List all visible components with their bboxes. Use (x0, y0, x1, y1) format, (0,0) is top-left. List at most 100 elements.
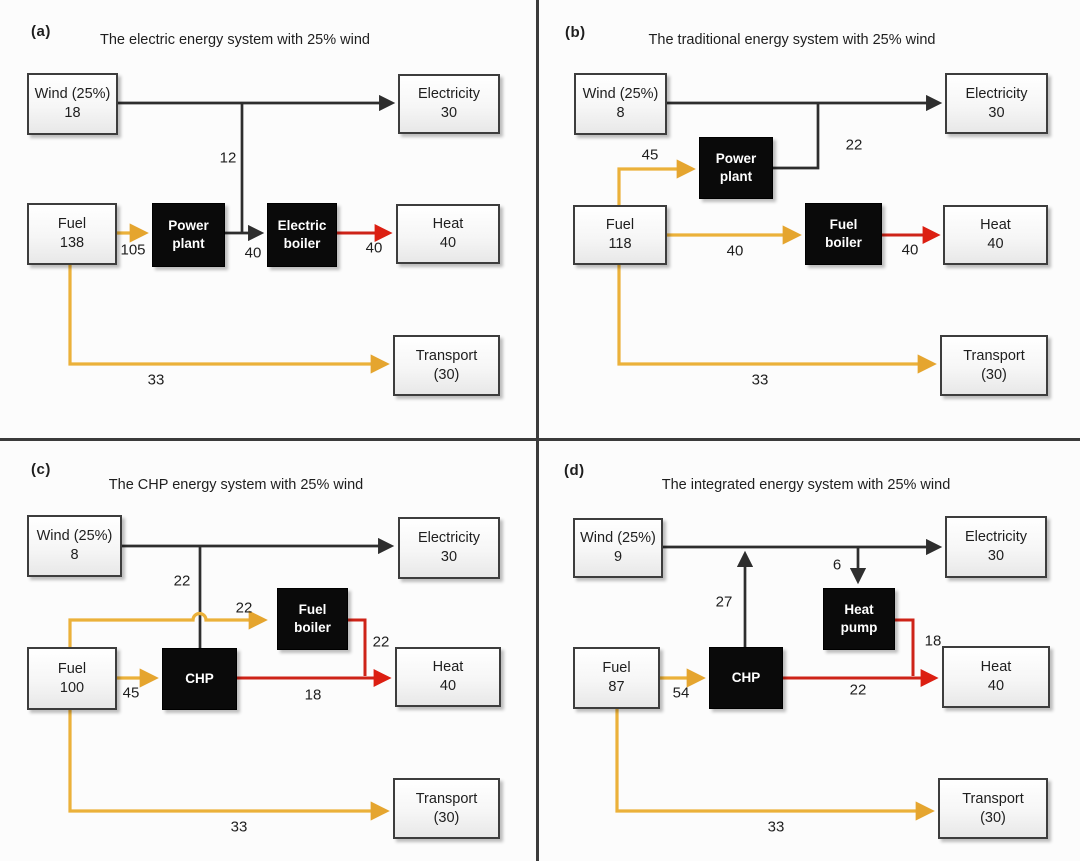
node-heat-value: 40 (439, 678, 457, 694)
node-transport: Transport (30) (393, 335, 500, 396)
node-fuel-label: Fuel (605, 217, 635, 233)
node-transport-label: Transport (415, 347, 478, 364)
node-wind: Wind (25%) 18 (27, 73, 118, 135)
flow-line-plant-to-grid (773, 104, 820, 170)
panel-d-flow-lines (615, 538, 943, 821)
node-electric-boiler-label-2: boiler (283, 236, 321, 251)
node-heat-label: Heat (432, 216, 464, 232)
flow-value-plant-to-boiler: 40 (244, 244, 262, 262)
node-wind-value: 9 (613, 549, 623, 565)
panel-c-flow-lines (68, 537, 395, 821)
node-power-plant: Power plant (699, 137, 773, 199)
node-transport-value: (30) (433, 366, 460, 383)
flow-value-plant-to-grid: 22 (845, 136, 863, 154)
flow-line-heat-pump-to-heat (895, 618, 915, 676)
node-electricity-label: Electricity (417, 530, 481, 546)
node-electricity-label: Electricity (417, 86, 481, 102)
flow-value-chp-to-heat: 18 (304, 686, 322, 704)
node-wind-value: 8 (70, 547, 79, 563)
node-heat-label: Heat (432, 659, 464, 675)
flow-value-grid-to-boiler: 12 (219, 149, 237, 167)
panel-tag: (d) (564, 462, 585, 479)
node-fuel: Fuel 100 (27, 647, 117, 710)
flow-value-boiler-to-heat: 22 (372, 633, 390, 651)
node-heat-pump-label-1: Heat (844, 602, 874, 617)
node-transport: Transport (30) (938, 778, 1048, 839)
node-fuel-value: 100 (59, 679, 85, 696)
node-chp: CHP (709, 647, 783, 709)
node-electric-boiler: Electric boiler (267, 203, 337, 267)
vertical-divider (536, 0, 539, 861)
node-wind: Wind (25%) 8 (574, 73, 667, 135)
node-wind: Wind (25%) 8 (27, 515, 122, 577)
node-fuel-boiler-label-1: Fuel (298, 602, 327, 617)
node-transport-value: (30) (981, 366, 1007, 383)
flow-value-chp-to-grid: 22 (173, 572, 191, 590)
node-transport-label: Transport (963, 347, 1025, 364)
flow-value-fuel-to-plant: 105 (120, 241, 146, 259)
node-electricity: Electricity 30 (945, 73, 1048, 134)
panel-tag: (b) (565, 24, 586, 41)
flow-value-fuel-to-transport: 33 (767, 818, 785, 836)
node-wind-label: Wind (25%) (36, 528, 113, 544)
panel-c: (c) The CHP energy system with 25% wind … (0, 431, 540, 861)
panel-title: The electric energy system with 25% wind (100, 32, 370, 48)
flow-value-fuel-to-chp: 45 (122, 684, 140, 702)
node-fuel-label: Fuel (602, 660, 631, 676)
node-transport: Transport (30) (393, 778, 500, 839)
node-power-plant-label-2: plant (172, 236, 205, 251)
node-electricity: Electricity 30 (398, 74, 500, 134)
node-fuel-boiler: Fuel boiler (805, 203, 882, 265)
flow-value-fuel-to-transport: 33 (230, 818, 248, 836)
node-fuel-boiler: Fuel boiler (277, 588, 348, 650)
node-heat-value: 40 (987, 678, 1005, 694)
panel-title: The integrated energy system with 25% wi… (661, 477, 951, 493)
node-fuel: Fuel 87 (573, 647, 660, 709)
node-power-plant: Power plant (152, 203, 225, 267)
flow-value-fuel-to-boiler: 22 (235, 599, 253, 617)
node-power-plant-label-1: Power (715, 151, 757, 166)
node-transport-value: (30) (433, 809, 460, 826)
flow-value-grid-to-heat-pump: 6 (832, 556, 842, 574)
node-fuel-value: 138 (59, 235, 85, 251)
flow-line-fuel-to-boiler (68, 610, 268, 647)
panel-tag: (a) (31, 23, 51, 40)
panel-title: The traditional energy system with 25% w… (648, 32, 936, 48)
node-chp-label: CHP (731, 670, 761, 685)
flow-value-chp-to-heat: 22 (849, 681, 867, 699)
node-electric-boiler-label-1: Electric (277, 218, 327, 233)
node-electricity: Electricity 30 (945, 516, 1047, 578)
node-heat-label: Heat (980, 659, 1012, 675)
panel-b: (b) The traditional energy system with 2… (540, 0, 1080, 430)
flow-value-heat-pump-to-heat: 18 (924, 632, 942, 650)
node-heat: Heat 40 (395, 647, 501, 707)
node-wind-value: 18 (64, 105, 81, 121)
node-fuel: Fuel 138 (27, 203, 117, 265)
node-heat-pump-label-2: pump (840, 620, 878, 635)
node-fuel-boiler-label-2: boiler (825, 235, 862, 250)
node-fuel-boiler-label-2: boiler (294, 620, 331, 635)
flow-value-fuel-to-plant: 45 (641, 146, 659, 164)
flow-line-fuel-to-transport (68, 265, 390, 374)
node-heat-value: 40 (987, 236, 1004, 252)
panel-a: (a) The electric energy system with 25% … (0, 0, 540, 430)
node-electricity-label: Electricity (965, 85, 1028, 102)
panel-b-flow-lines (617, 94, 943, 374)
node-electricity: Electricity 30 (398, 517, 500, 579)
node-heat: Heat 40 (396, 204, 500, 264)
node-chp: CHP (162, 648, 237, 710)
flow-value-fuel-to-transport: 33 (751, 371, 769, 389)
flow-line-fuel-to-transport (615, 709, 935, 821)
node-wind-label: Wind (25%) (580, 530, 656, 546)
node-heat: Heat 40 (942, 646, 1050, 708)
panel-title: The CHP energy system with 25% wind (108, 477, 364, 493)
node-chp-label: CHP (185, 671, 214, 686)
node-fuel: Fuel 118 (573, 205, 667, 265)
node-transport-label: Transport (415, 790, 478, 807)
node-transport-value: (30) (980, 809, 1006, 826)
node-power-plant-label-2: plant (719, 169, 753, 184)
flow-value-fuel-to-chp: 54 (672, 684, 690, 702)
node-wind-label: Wind (25%) (582, 86, 659, 102)
node-heat: Heat 40 (943, 205, 1048, 265)
